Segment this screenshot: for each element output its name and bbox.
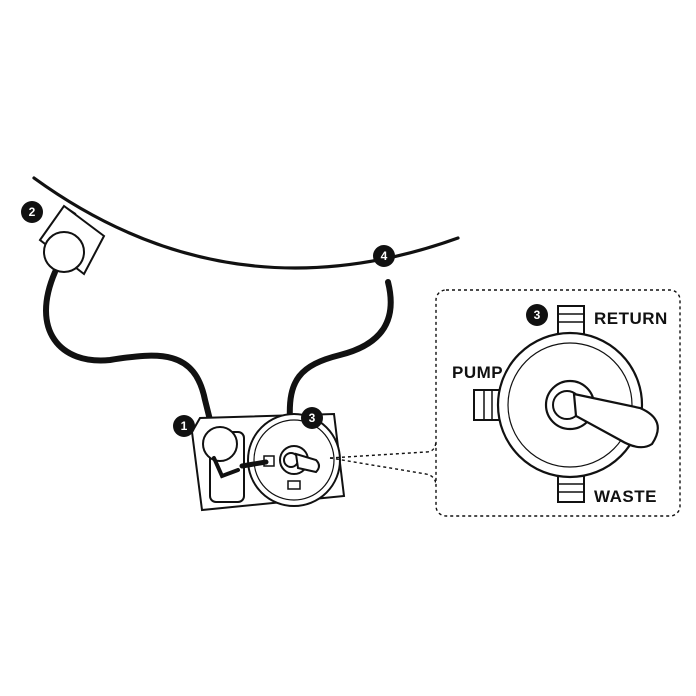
- detail-valve: [473, 305, 659, 503]
- callout-1-number: 1: [181, 419, 188, 433]
- detail-badge-number: 3: [534, 308, 541, 322]
- hose-skimmer-to-pump: [43, 269, 213, 423]
- callout-2-number: 2: [29, 205, 36, 219]
- detail-leader-bottom: [329, 457, 437, 487]
- return-label: RETURN: [594, 309, 668, 328]
- callout-badge-3: 3: [301, 407, 323, 429]
- callout-badge-4: 4: [373, 245, 395, 267]
- callout-3-number: 3: [309, 411, 316, 425]
- detail-leader-top: [329, 439, 437, 459]
- skimmer-fitting: [38, 204, 106, 276]
- filter-unit: [190, 412, 346, 512]
- hose-return-to-valve: [286, 279, 394, 443]
- detail-badge-3: 3: [526, 304, 548, 326]
- callout-4-number: 4: [381, 249, 388, 263]
- pump-label: PUMP: [452, 363, 503, 382]
- waste-label: WASTE: [594, 487, 657, 506]
- callout-badge-1: 1: [173, 415, 195, 437]
- callout-badge-2: 2: [21, 201, 43, 223]
- pool-wall: [32, 176, 460, 270]
